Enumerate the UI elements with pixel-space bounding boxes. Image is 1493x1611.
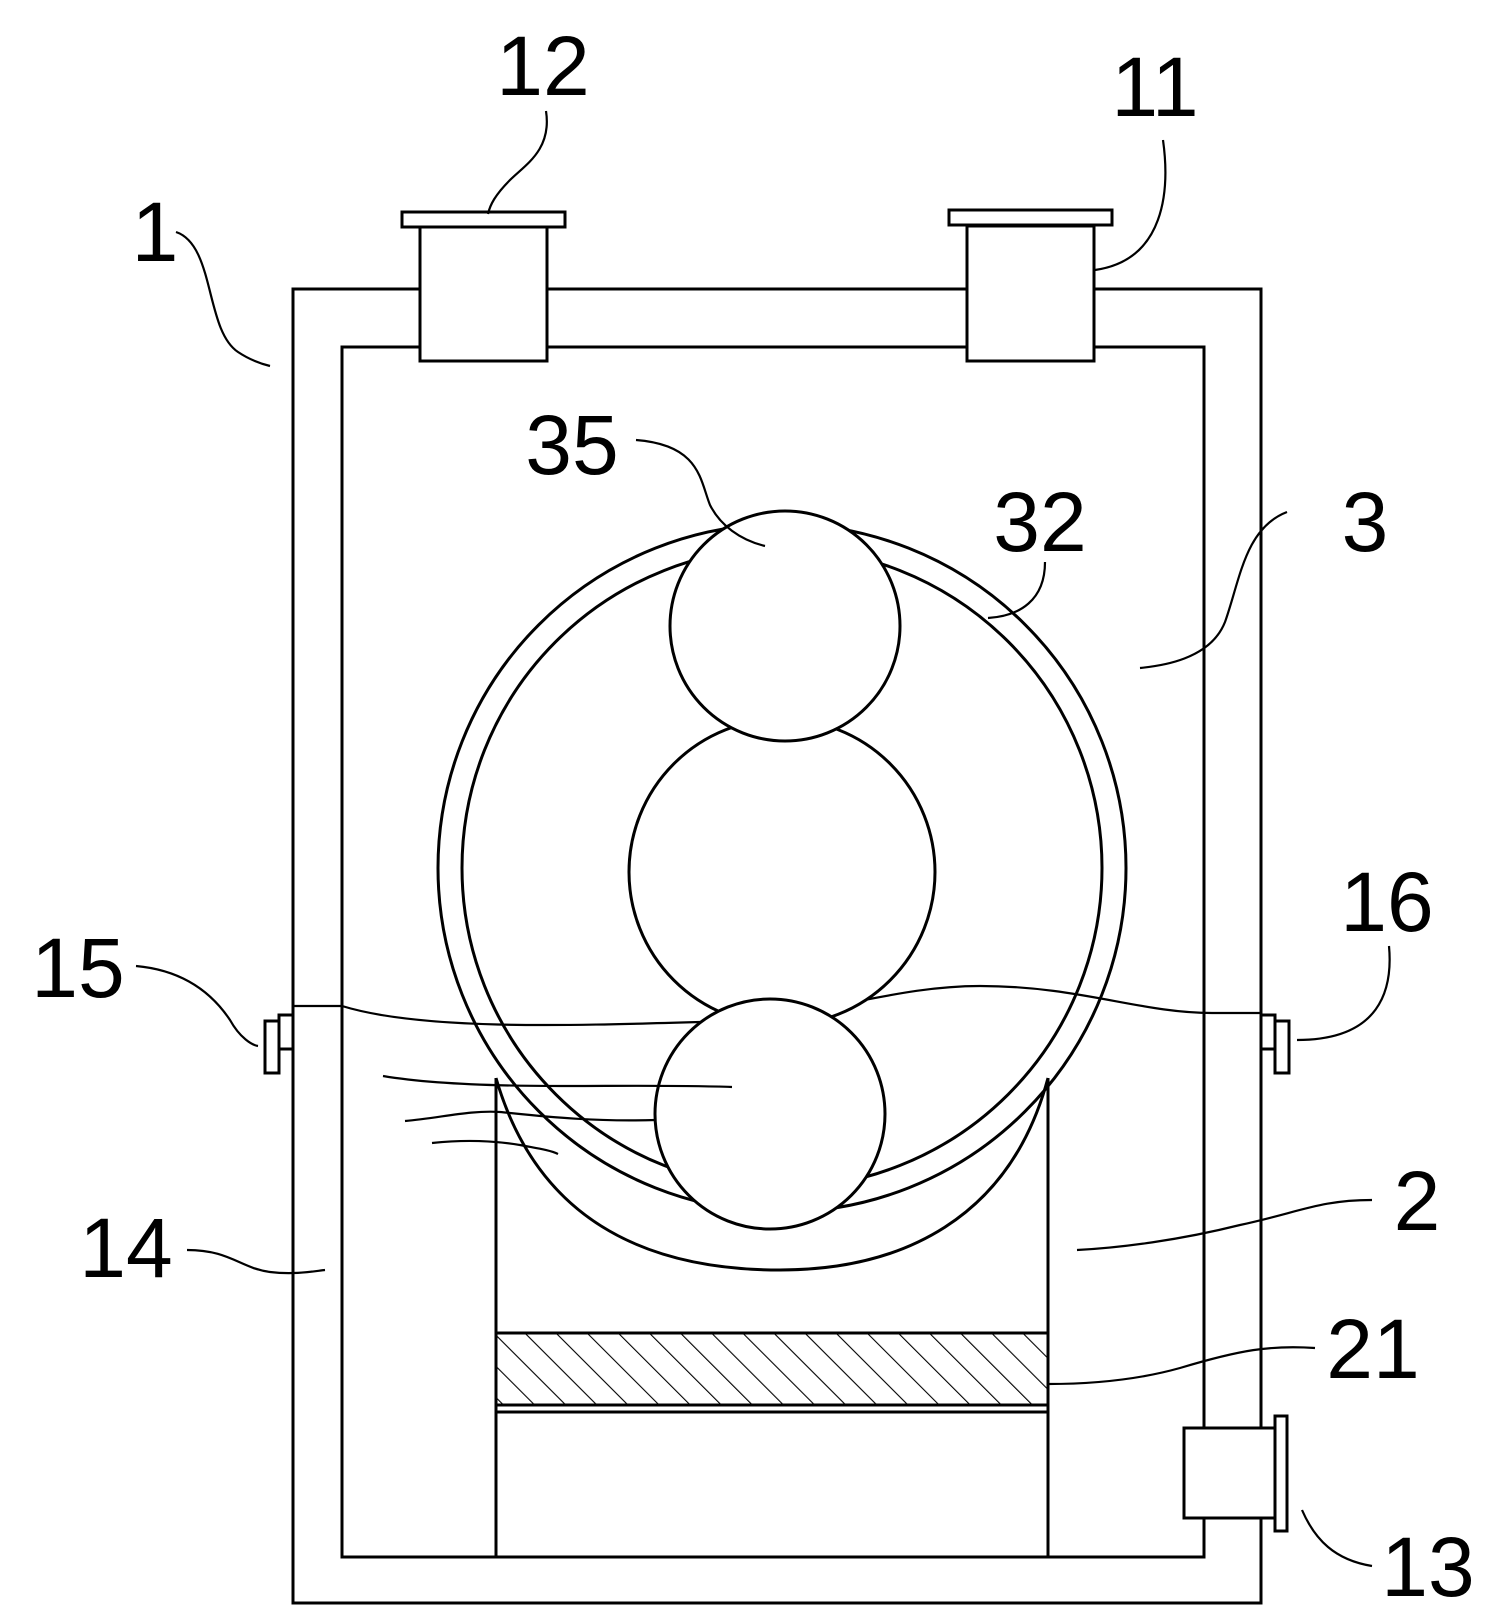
water-line-2 (405, 1112, 656, 1121)
label-3: 3 (1342, 475, 1389, 569)
leader-32 (988, 562, 1045, 618)
leader-16 (1297, 946, 1390, 1040)
label-15: 15 (31, 921, 124, 1015)
top-roller-35 (670, 511, 900, 741)
label-14: 14 (79, 1201, 172, 1295)
outlet-13 (1184, 1416, 1287, 1531)
leader-3 (1140, 512, 1287, 668)
leader-2 (1077, 1200, 1372, 1250)
leader-14 (187, 1250, 325, 1273)
leader-15 (136, 966, 258, 1046)
label-11: 11 (1111, 40, 1198, 134)
nozzle-11 (949, 210, 1112, 361)
bottom-roller (655, 999, 885, 1229)
valve-16 (1261, 1015, 1289, 1073)
leader-11 (1095, 140, 1165, 270)
leader-21 (1048, 1347, 1315, 1384)
label-1: 1 (132, 185, 179, 279)
leader-12 (488, 111, 547, 214)
label-35: 35 (525, 398, 618, 492)
leader-13 (1302, 1510, 1372, 1566)
label-13: 13 (1381, 1520, 1474, 1611)
label-16: 16 (1340, 855, 1433, 949)
filter-layer-21 (496, 1333, 1048, 1405)
label-12: 12 (496, 19, 589, 113)
label-21: 21 (1326, 1302, 1419, 1396)
leader-1 (176, 232, 270, 366)
valve-15 (265, 1015, 293, 1073)
center-roller (629, 719, 935, 1025)
label-2: 2 (1394, 1154, 1441, 1248)
nozzle-12 (402, 212, 565, 361)
label-32: 32 (993, 475, 1086, 569)
